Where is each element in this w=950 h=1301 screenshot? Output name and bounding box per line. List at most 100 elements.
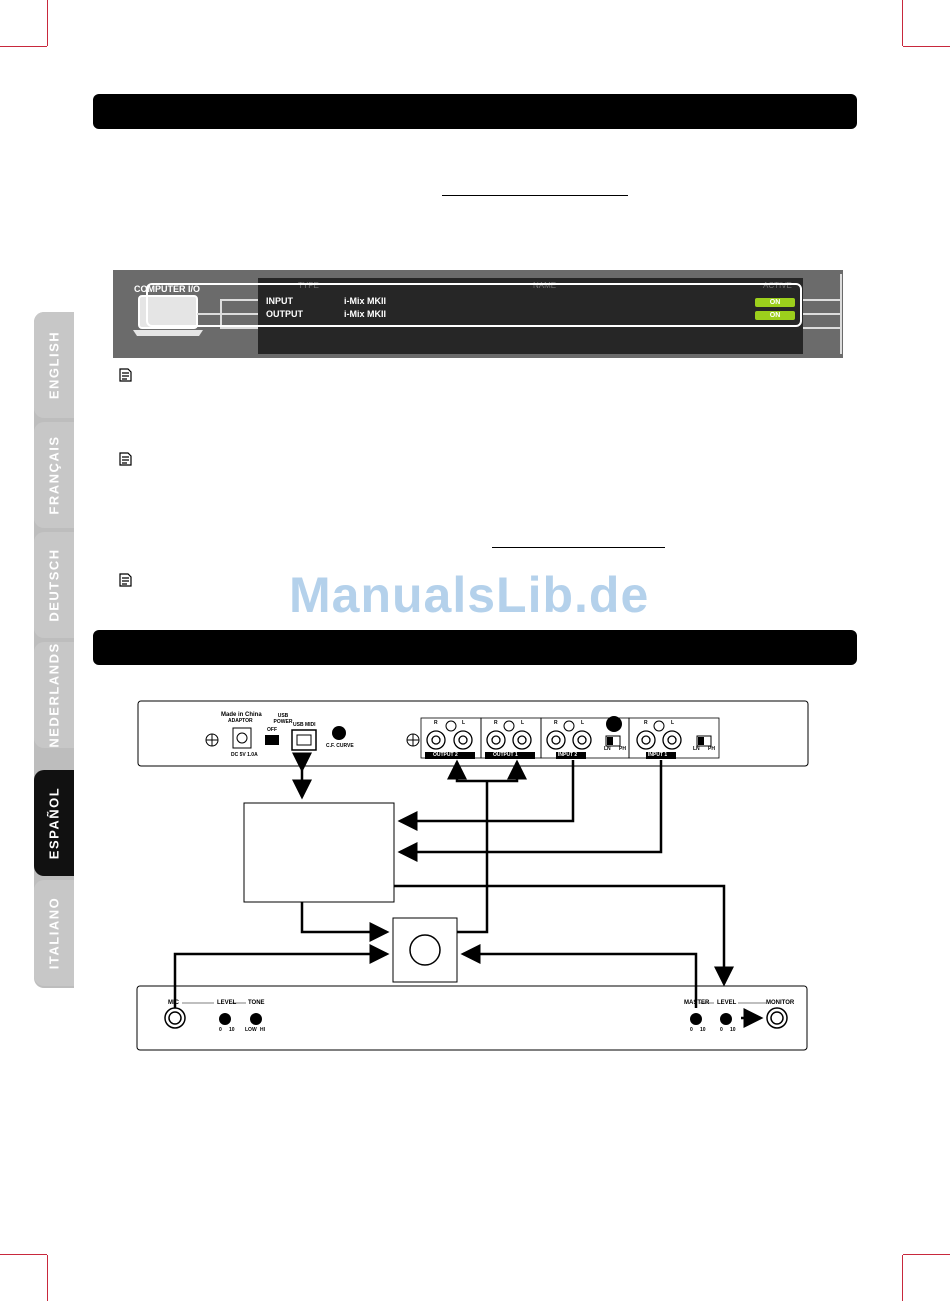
table-row[interactable]: INPUT i-Mix MKII ON — [262, 296, 797, 310]
tab-label: FRANÇAIS — [46, 435, 62, 515]
output2-arrow — [447, 759, 487, 783]
connector-lines — [803, 274, 842, 354]
output1-arrow — [487, 759, 527, 783]
crop-mark — [903, 1254, 950, 1255]
ln-ph-switch — [696, 735, 712, 747]
tab-nederlands[interactable]: NEDERLANDS — [34, 642, 74, 748]
tab-deutsch[interactable]: DEUTSCH — [34, 532, 74, 638]
crop-mark — [0, 1254, 47, 1255]
crop-mark — [902, 0, 903, 46]
master-knob — [690, 1013, 702, 1025]
scale-max: 10 — [730, 1027, 736, 1033]
scale-min: 0 — [219, 1027, 222, 1033]
tab-francais[interactable]: FRANÇAIS — [34, 422, 74, 528]
made-in-label: Made in China — [221, 712, 262, 718]
input2-label: INPUT 2 — [558, 752, 578, 758]
monitor-jack — [766, 1007, 788, 1029]
link-underline[interactable] — [442, 195, 628, 196]
crop-mark — [0, 46, 47, 47]
rca-jack — [662, 730, 682, 750]
on-badge[interactable]: ON — [755, 298, 795, 307]
front-panel — [136, 985, 808, 1051]
scale-max: 10 — [229, 1027, 235, 1033]
section-header-bar — [93, 630, 857, 665]
scale-min: 0 — [690, 1027, 693, 1033]
tab-english[interactable]: ENGLISH — [34, 312, 74, 418]
rca-jack — [512, 730, 532, 750]
l-label: L — [521, 720, 525, 726]
tab-label: ITALIANO — [46, 896, 62, 970]
scale-min: 0 — [720, 1027, 723, 1033]
crop-mark — [47, 0, 48, 46]
l-label: L — [462, 720, 466, 726]
ln-ph-switch — [605, 735, 621, 747]
on-badge[interactable]: ON — [755, 311, 795, 320]
tab-espanol[interactable]: ESPAÑOL — [34, 770, 74, 876]
ground-screw-icon — [653, 720, 665, 732]
monitor-label: MONITOR — [766, 1000, 795, 1006]
l-label: L — [671, 720, 675, 726]
ln-label: LN — [604, 746, 611, 752]
master-to-mixer-arrow — [460, 944, 698, 1008]
rca-jack — [572, 730, 592, 750]
output2-label: OUTPUT 2 — [433, 752, 458, 758]
crop-mark — [902, 1255, 903, 1301]
rca-jack — [426, 730, 446, 750]
ground-screw-icon — [445, 720, 457, 732]
tab-label: DEUTSCH — [46, 548, 62, 622]
ph-label: PH — [708, 746, 715, 752]
output1-label: OUTPUT 1 — [493, 752, 518, 758]
io-name: i-Mix MKII — [344, 296, 386, 306]
mixer-to-outputs-line — [457, 781, 489, 934]
computer-box — [243, 802, 395, 903]
usb-midi-port — [291, 729, 317, 751]
master-label: MASTER — [684, 1000, 710, 1006]
monitor-level-label: LEVEL — [717, 1000, 737, 1006]
mic-to-mixer-arrow — [173, 944, 390, 1008]
tab-italiano[interactable]: ITALIANO — [34, 880, 74, 986]
scale-low: LOW — [245, 1027, 257, 1033]
watermark: ManualsLib.de — [289, 567, 650, 623]
ground-screw-icon — [503, 720, 515, 732]
note-icon — [119, 368, 132, 382]
rca-jack — [453, 730, 473, 750]
io-highlight-frame — [146, 283, 802, 327]
tone-label: TONE — [248, 1000, 265, 1006]
section-header-bar — [93, 94, 857, 129]
input1-label: INPUT 1 — [648, 752, 668, 758]
table-row[interactable]: OUTPUT i-Mix MKII ON — [262, 309, 797, 323]
input1-to-computer-arrow — [397, 760, 663, 862]
input2-to-computer-arrow — [397, 760, 575, 831]
tab-label: ESPAÑOL — [46, 786, 62, 860]
note-icon — [119, 573, 132, 587]
r-label: R — [644, 720, 648, 726]
dc-label: DC 5V 1.0A — [231, 752, 258, 758]
link-underline[interactable] — [492, 547, 665, 548]
computer-to-mixer-arrow — [300, 902, 390, 942]
adaptor-label: ADAPTOR — [228, 718, 253, 724]
dc-jack — [232, 727, 252, 749]
off-label: OFF — [267, 727, 277, 733]
rca-jack — [546, 730, 566, 750]
rca-jack — [636, 730, 656, 750]
mic-label: MIC — [168, 1000, 179, 1006]
ground-screw-icon — [406, 733, 420, 747]
note-icon — [119, 452, 132, 466]
io-header-type: TYPE — [298, 281, 319, 290]
usb-power-switch — [265, 735, 279, 745]
level-knob — [219, 1013, 231, 1025]
l-label: L — [581, 720, 585, 726]
usb-midi-label: USB MIDI — [293, 722, 316, 728]
gain-knob — [606, 716, 622, 732]
io-header-name: NAME — [533, 281, 557, 290]
r-label: R — [434, 720, 438, 726]
tone-knob — [250, 1013, 262, 1025]
ground-screw-icon — [563, 720, 575, 732]
tab-label: ENGLISH — [46, 330, 62, 400]
computer-to-monitor-arrow — [394, 884, 734, 987]
tab-label: NEDERLANDS — [46, 642, 62, 748]
crop-mark — [903, 46, 950, 47]
scale-max: 10 — [700, 1027, 706, 1033]
ln-label: LN — [693, 746, 700, 752]
ph-label: PH — [619, 746, 626, 752]
